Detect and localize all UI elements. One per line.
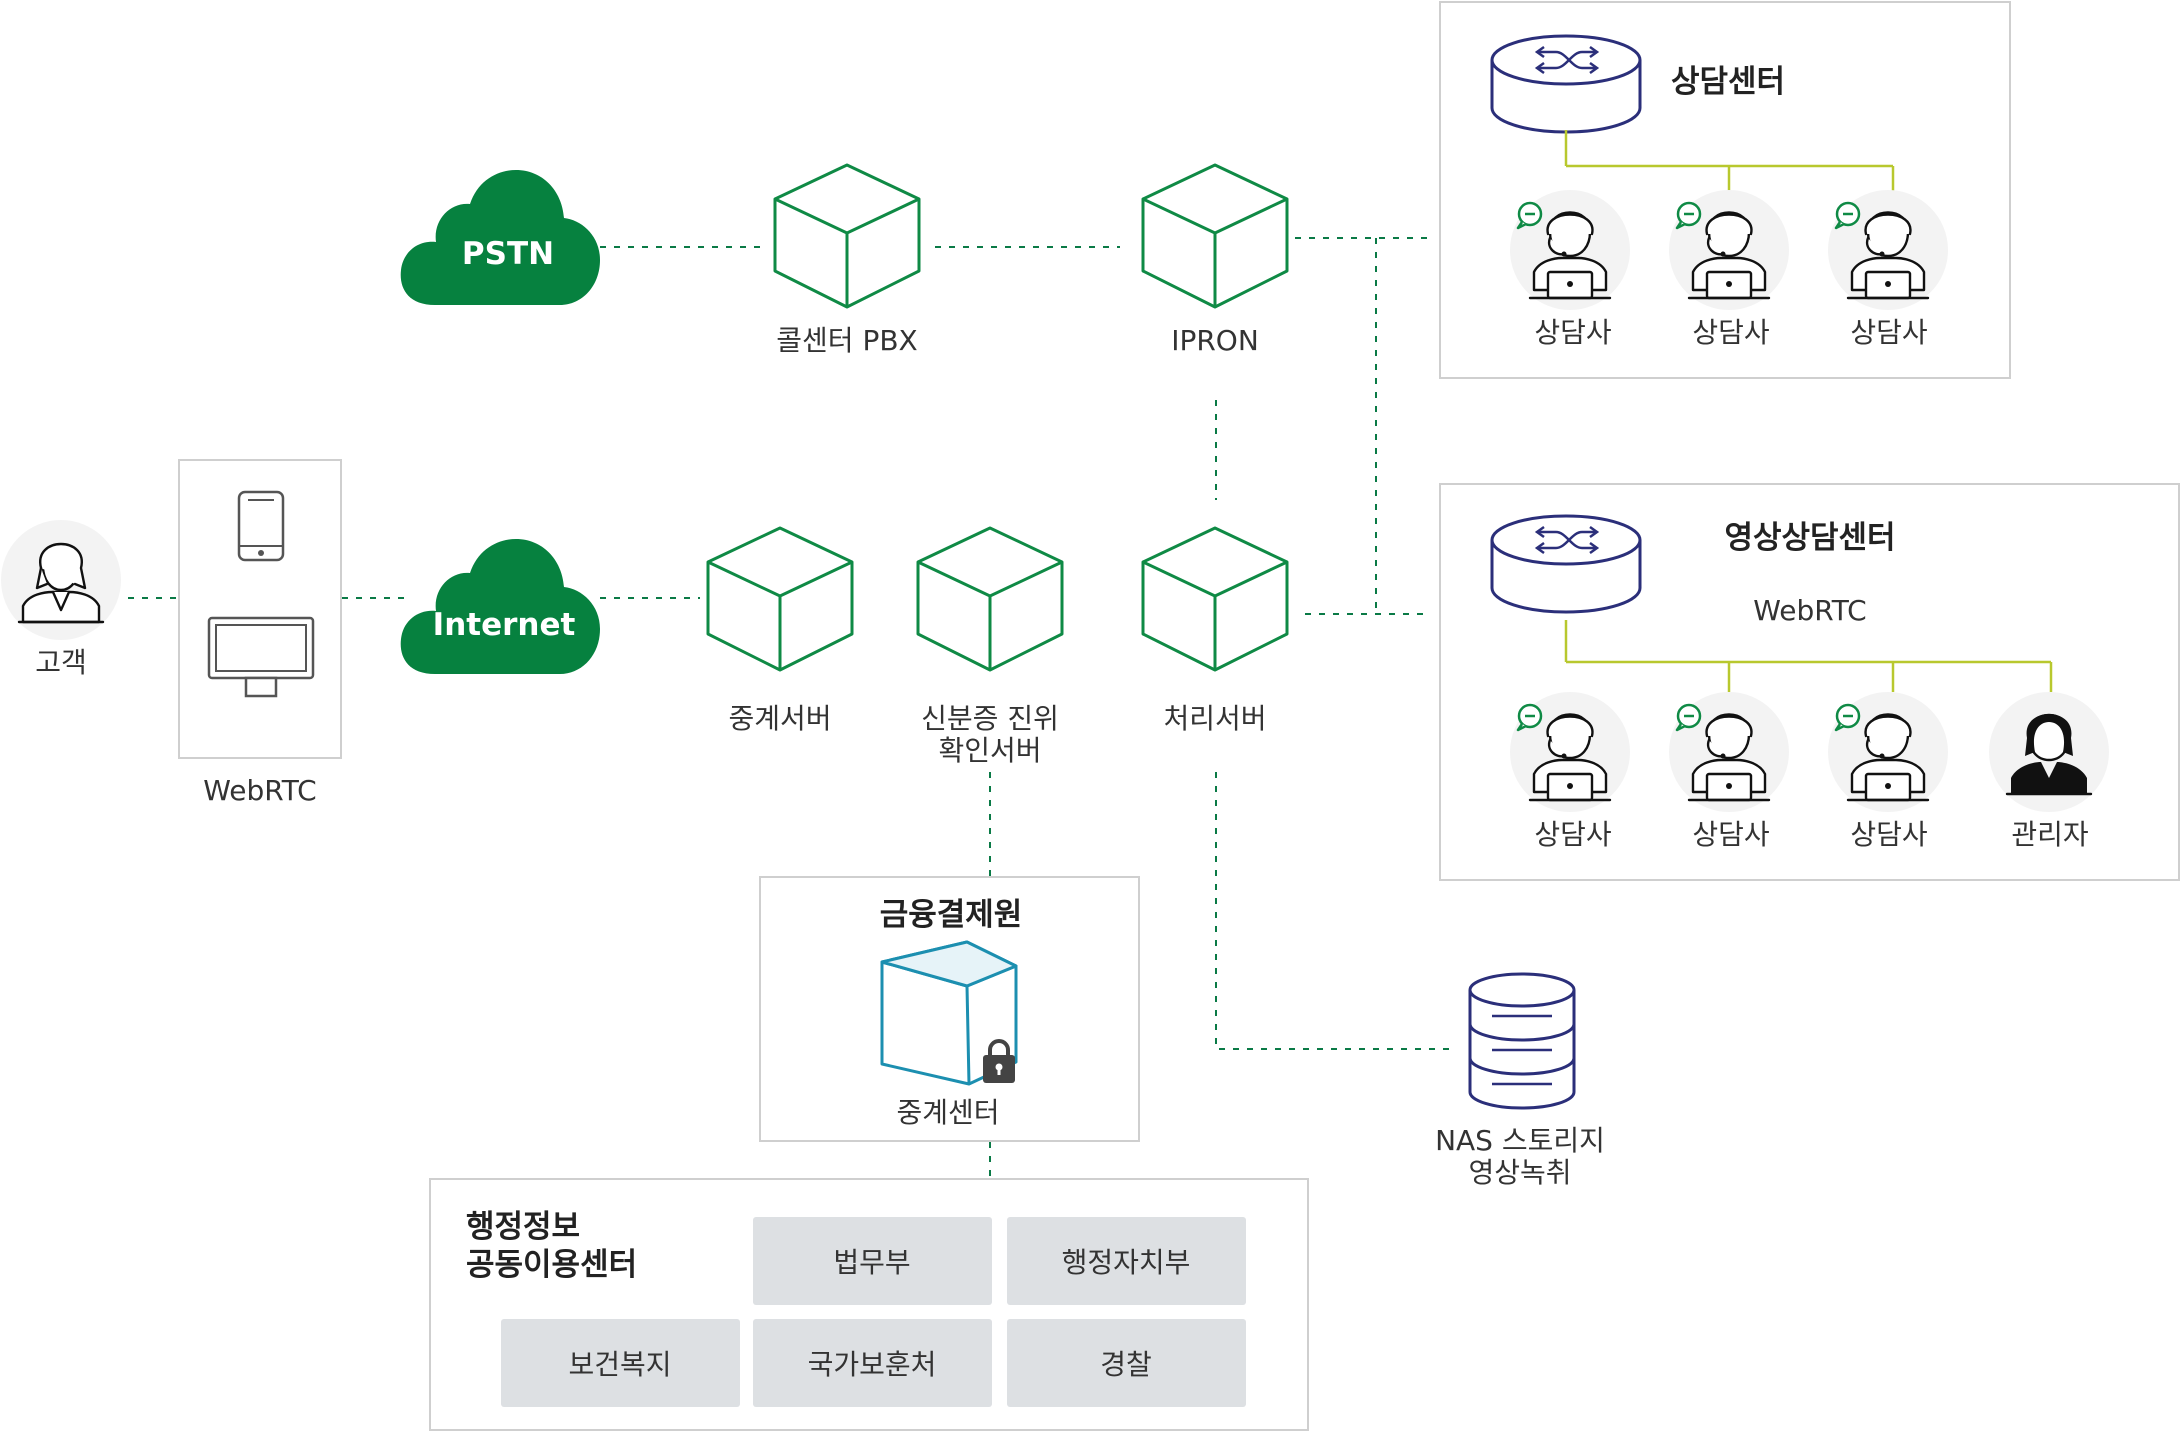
- agency-chip-interior: [1007, 1217, 1246, 1305]
- internet-label: Internet: [433, 607, 576, 643]
- agent-label: 상담사: [1534, 818, 1611, 851]
- connection-lines: [128, 237, 1452, 1178]
- admin-center-group: 행정정보 공동이용센터 법무부 행정자치부 보건복지 국가보훈처 경찰: [429, 1178, 1309, 1431]
- lock-icon: [983, 1039, 1015, 1083]
- agent-icon: [1826, 188, 1950, 312]
- ipron-cube-icon: [1141, 163, 1289, 309]
- agency-chip-police: [1007, 1319, 1246, 1407]
- agency-label: 보건복지: [568, 1348, 671, 1381]
- agent-label: 상담사: [1850, 316, 1927, 349]
- pbx-server: 콜센터 PBX: [773, 163, 921, 357]
- pbx-cube-icon: [773, 163, 921, 309]
- idcheck-label-line1: 신분증 진위: [921, 702, 1059, 735]
- webrtc-client-label: WebRTC: [203, 774, 316, 807]
- counsel-center-group: 상담센터 상담사 상담사 상담사: [1439, 1, 2011, 379]
- customer-node: 고객: [1, 520, 121, 679]
- ipron-label: IPRON: [1171, 324, 1259, 357]
- idcheck-server: 신분증 진위 확인서버: [916, 526, 1064, 767]
- agent-icon: [1667, 188, 1791, 312]
- kftc-label: 중계센터: [896, 1096, 999, 1129]
- pbx-label: 콜센터 PBX: [776, 324, 917, 357]
- agency-label: 국가보훈처: [808, 1348, 937, 1381]
- agent-icon: [1508, 188, 1632, 312]
- agency-label: 행정자치부: [1062, 1246, 1191, 1279]
- admin-center-title-line1: 행정정보: [466, 1209, 580, 1245]
- nas-label-line1: NAS 스토리지: [1435, 1124, 1605, 1157]
- kftc-group: 금융결제원 중계센터: [759, 876, 1140, 1142]
- admin-center-title-line2: 공동이용센터: [466, 1247, 637, 1283]
- relay-center-cube-icon: [880, 940, 1018, 1086]
- video-center-tree: [1564, 620, 2053, 692]
- pstn-cloud: PSTN: [400, 170, 600, 305]
- agency-chip-welfare: [501, 1319, 740, 1407]
- agent-icon: [1826, 690, 1950, 814]
- idcheck-label-line2: 확인서버: [938, 734, 1041, 767]
- relay-label: 중계서버: [728, 702, 831, 735]
- agent-label: 상담사: [1692, 316, 1769, 349]
- processing-label: 처리서버: [1163, 702, 1266, 735]
- agent-icon: [1508, 690, 1632, 814]
- pstn-label: PSTN: [462, 236, 554, 272]
- relay-cube-icon: [706, 526, 854, 672]
- agency-chip-veterans: [753, 1319, 992, 1407]
- nas-storage: NAS 스토리지 영상녹취: [1435, 972, 1605, 1189]
- agent-icon: [1667, 690, 1791, 814]
- database-icon: [1468, 972, 1576, 1110]
- line-processing-nas: [1215, 772, 1452, 1050]
- video-center-title: 영상상담센터: [1724, 520, 1895, 556]
- nas-label-line2: 영상녹취: [1468, 1156, 1571, 1189]
- customer-label: 고객: [35, 646, 87, 679]
- relay-server: 중계서버: [706, 526, 854, 735]
- internet-cloud: Internet: [400, 539, 600, 674]
- kftc-title: 금융결제원: [880, 897, 1023, 933]
- router-icon: [1490, 514, 1642, 614]
- agency-label: 법무부: [833, 1246, 910, 1279]
- woman-customer-icon: [1, 520, 121, 640]
- agent-label: 상담사: [1850, 818, 1927, 851]
- agent-label: 상담사: [1534, 316, 1611, 349]
- agency-label: 경찰: [1100, 1348, 1152, 1381]
- smartphone-icon: [237, 490, 285, 562]
- video-center-group: 영상상담센터 WebRTC 상담사 상담사 상담사 관리자: [1439, 483, 2180, 881]
- kftc-box: [759, 876, 1140, 1142]
- agency-chip-justice: [753, 1217, 992, 1305]
- processing-server: 처리서버: [1141, 526, 1289, 735]
- ipron-server: IPRON: [1141, 163, 1289, 357]
- idcheck-cube-icon: [916, 526, 1064, 672]
- monitor-icon: [207, 616, 315, 698]
- manager-icon: [1989, 692, 2109, 812]
- router-icon: [1490, 34, 1642, 134]
- webrtc-client-group: WebRTC: [178, 459, 342, 807]
- counsel-center-title: 상담센터: [1671, 64, 1785, 100]
- manager-label: 관리자: [2011, 818, 2088, 851]
- processing-cube-icon: [1141, 526, 1289, 672]
- agent-label: 상담사: [1692, 818, 1769, 851]
- video-center-subtitle: WebRTC: [1753, 594, 1866, 627]
